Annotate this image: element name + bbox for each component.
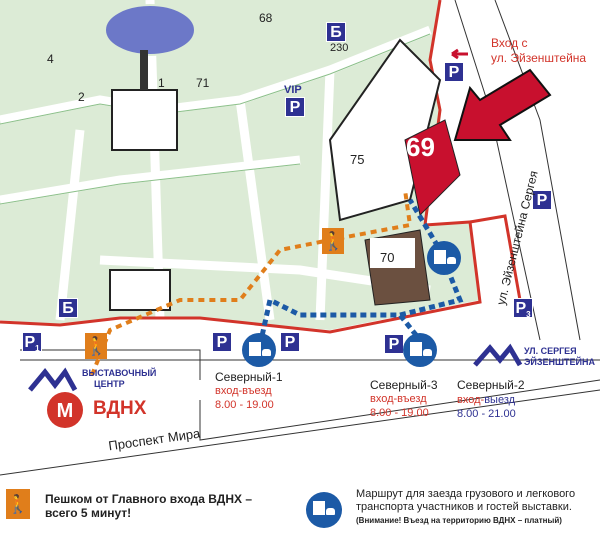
label-pavilion-69: 69 [406,132,435,162]
legend-pedestrian-icon: 🚶 [6,489,30,519]
vehicle-route-icon [427,241,461,275]
vip-parking: P [285,97,305,117]
legend-vehicle-icon [306,492,342,528]
vehicle-route [257,198,464,346]
label-pavilion-71: 71 [196,76,210,90]
b-marker: Б [326,22,346,42]
vehicle-route-icon [242,333,276,367]
street-lines [0,0,600,476]
label-pavilion-230: 230 [330,42,349,54]
vip-label: VIP [284,84,302,96]
vehicle-route-icon [403,333,437,367]
expo-center-logo [28,367,78,392]
parking-north1-b: P [280,332,300,352]
label-pavilion-2: 2 [78,90,85,104]
walking-route [90,189,413,376]
label-pavilion-1: 1 [158,76,165,90]
label-pavilion-70: 70 [380,250,395,265]
main-entrance-arch [109,269,171,311]
metro-logo [47,392,83,428]
road-edges [0,33,431,205]
parking-p3: P3 [513,298,533,319]
metro-station-name: ВДНХ [93,398,147,419]
pointer-arrow [453,68,552,141]
street-logo [473,343,523,367]
pedestrian-icon: 🚶 [322,228,344,254]
pavilion-69 [404,119,461,217]
label-pavilion-68: 68 [259,11,273,25]
parking-p1: P1 [22,332,42,353]
b-marker-2: Б [58,298,78,318]
parking-north3: P [384,334,404,354]
parking-entrance: P [444,62,464,82]
legend-walk: Пешком от Главного входа ВДНХ –всего 5 м… [45,492,253,520]
pedestrian-icon: 🚶 [85,333,107,359]
parking-east: P [532,190,552,210]
label-pavilion-75: 75 [350,152,365,167]
parking-north1-a: P [212,332,232,352]
entrance-arrow [451,48,468,60]
legend-route: Маршрут для заезда грузового и легкового… [356,488,576,525]
label-pavilion-4: 4 [47,52,54,66]
pavilion-1 [111,89,178,151]
svg-text:M: M [57,400,74,422]
fountain [104,4,196,56]
